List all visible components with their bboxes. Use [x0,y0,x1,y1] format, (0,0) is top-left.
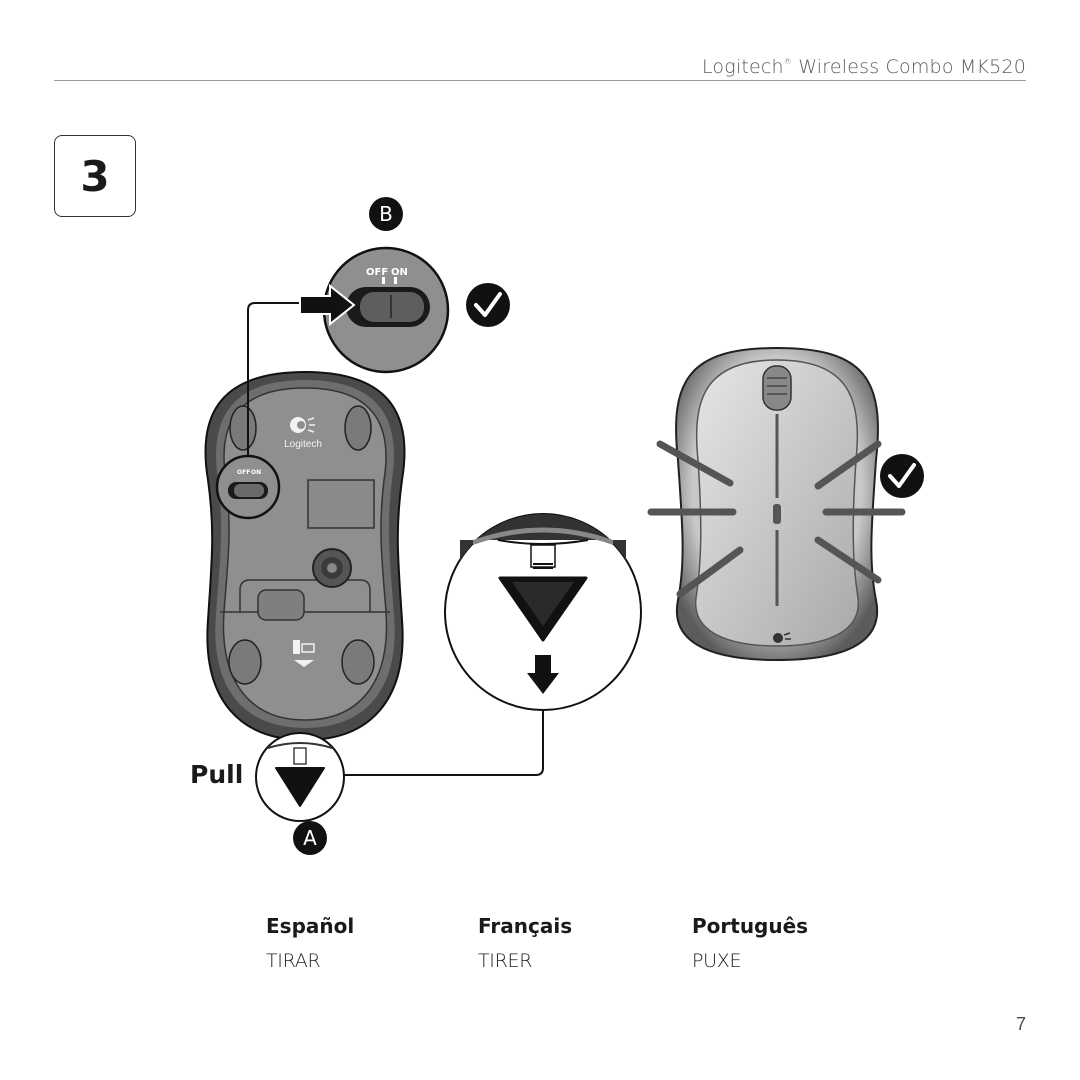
arrow-right-icon [299,283,356,327]
language-word-pt: PUXE [692,950,742,972]
language-heading-fr: Français [478,914,573,938]
switch-label-on: ON [391,267,408,278]
registered-mark: ® [783,57,792,66]
step-number-box: 3 [54,135,136,217]
b-badge-letter: B [379,202,393,226]
language-word-es: TIRAR [266,950,321,972]
language-word-fr: TIRER [478,950,533,972]
step-number: 3 [80,151,110,201]
language-heading-pt: Português [692,914,809,938]
a-badge-letter: A [303,826,317,850]
header-divider [54,80,1026,81]
pull-label: Pull [190,760,244,789]
mouse-glow-rays [647,440,906,598]
header-brand: Logitech [701,56,784,78]
mouse-logo-text: Logitech [284,439,322,450]
header-title: Logitech® Wireless Combo MK520 [702,56,1026,78]
header-product: Wireless Combo MK520 [798,56,1026,78]
mouse-top-view [675,346,879,662]
switch-closeup: OFF ON [322,246,450,374]
battery-icon [293,640,315,667]
b-badge: B [369,197,403,231]
mouse-bottom-view: Logitech OFF ON [204,370,406,742]
check-icon [880,454,924,498]
a-badge: A [293,821,327,855]
switch-label-off: OFF [366,267,388,278]
language-heading-es: Español [266,914,355,938]
connector-line-a [344,711,544,776]
check-icon [466,283,510,327]
arrow-down-icon [527,655,559,694]
pull-tab-closeup [444,513,642,711]
mini-switch-off: OFF [237,469,250,476]
pull-tab-small [255,732,345,822]
mini-switch-on: ON [251,469,261,476]
page-number: 7 [1015,1014,1026,1034]
connector-line-b [247,302,310,456]
logitech-logo-icon: Logitech [284,417,322,450]
logitech-logo-icon [773,632,791,643]
